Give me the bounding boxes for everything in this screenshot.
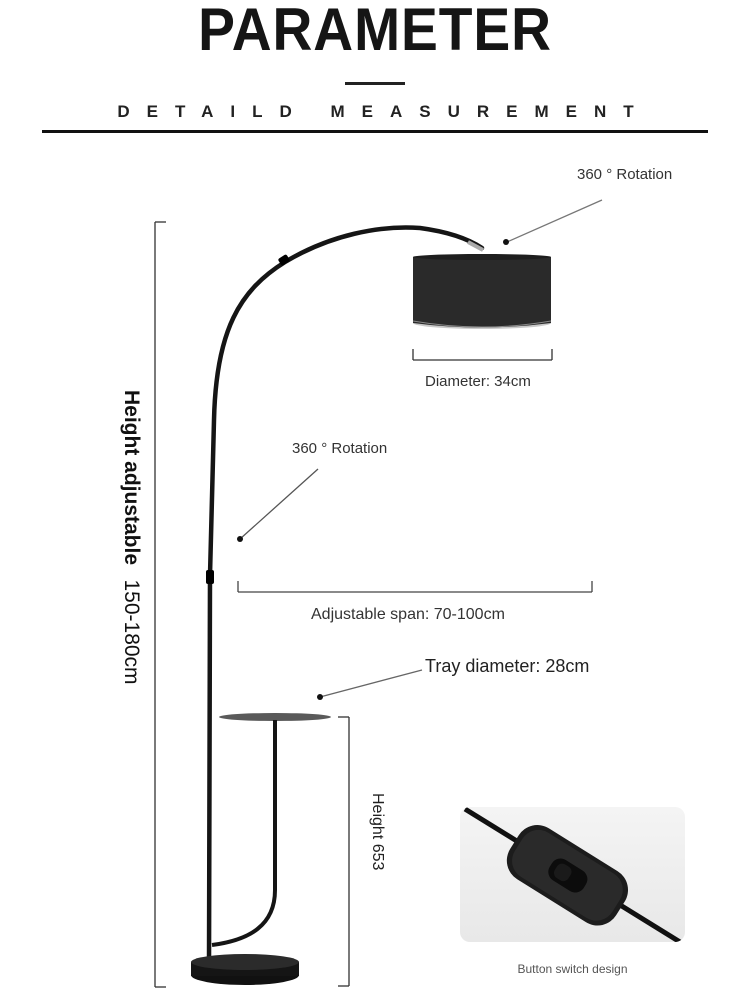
- page-title: PARAMETER: [198, 0, 552, 63]
- arc-joint: [278, 254, 290, 266]
- title-divider: [345, 82, 405, 85]
- lamp-base: [191, 954, 299, 985]
- tray-diameter-label: Tray diameter: 28cm: [425, 656, 590, 676]
- lamp-shade: [412, 254, 552, 329]
- adjustable-span-label: Adjustable span: 70-100cm: [311, 606, 505, 623]
- height-adjustable-text: Height adjustable 150-180cm: [119, 390, 143, 685]
- header-rule: [42, 130, 708, 133]
- shade-diameter-label: Diameter: 34cm: [425, 373, 531, 390]
- height-adjustable-value: 150-180cm: [120, 579, 143, 685]
- pole-joint: [206, 570, 214, 584]
- tray: [219, 713, 331, 721]
- button-switch-image: [460, 807, 685, 942]
- tray-height-label: Height 653: [369, 793, 386, 871]
- height-adjustable-label: Height adjustable: [120, 390, 143, 566]
- tray-stem: [211, 720, 277, 947]
- arm-rotation-label: 360 ° Rotation: [292, 440, 388, 457]
- tray-height-bracket: [338, 716, 350, 987]
- switch-caption: Button switch design: [517, 962, 628, 976]
- switch-icon: [463, 807, 682, 942]
- span-bracket: [237, 581, 593, 593]
- lamp-pole: [206, 225, 485, 968]
- page-subtitle: DETAILD MEASUREMENT: [117, 102, 651, 121]
- shade-diameter-bracket: [412, 349, 553, 361]
- height-dimension-bracket: [154, 221, 166, 988]
- shade-rotation-label: 360 ° Rotation: [577, 166, 673, 183]
